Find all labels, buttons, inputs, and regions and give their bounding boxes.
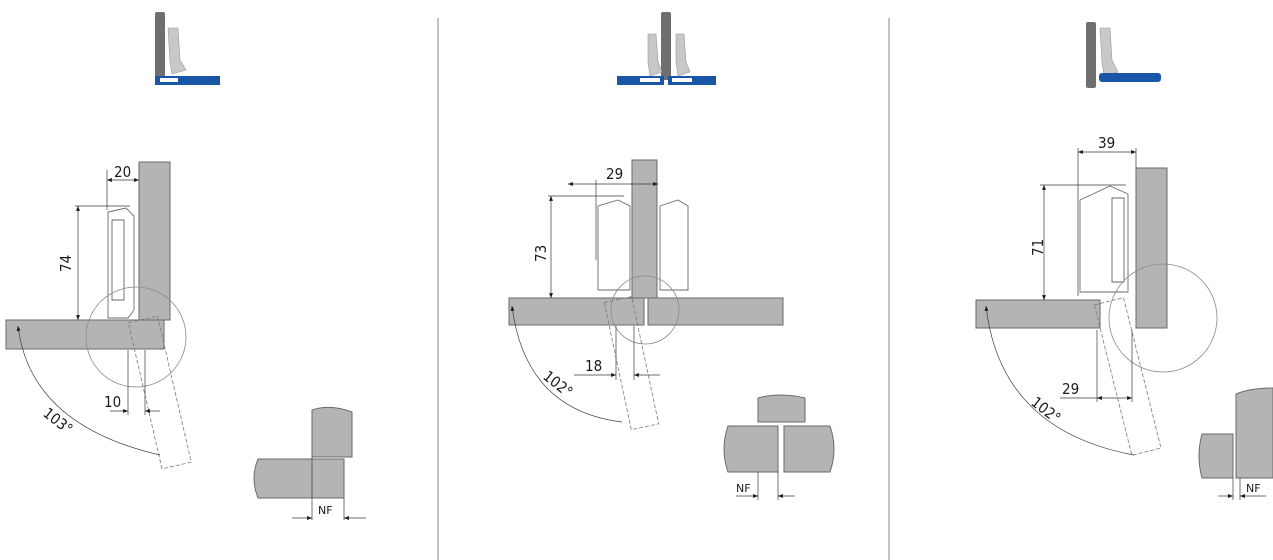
half-overlay-icon — [617, 12, 716, 85]
nf-detail: NF — [253, 406, 366, 520]
panel-inset: 39 71 29 102° NF — [975, 22, 1273, 500]
full-overlay-icon — [155, 12, 220, 85]
dim-width: 20 — [114, 163, 131, 181]
dim-offset: 29 — [1062, 380, 1079, 398]
dim-height: 73 — [532, 245, 550, 262]
dim-angle: 102° — [1028, 393, 1065, 427]
dim-width: 29 — [606, 165, 623, 183]
panel-half-overlay: 29 73 18 102° NF — [508, 12, 835, 500]
dim-offset: 18 — [585, 357, 602, 375]
dim-height: 71 — [1029, 239, 1047, 256]
nf-label: NF — [736, 482, 751, 495]
dim-width: 39 — [1098, 134, 1115, 152]
nf-label: NF — [1246, 482, 1261, 495]
dim-offset: 10 — [104, 393, 121, 411]
dim-angle: 103° — [40, 404, 77, 438]
inset-icon — [1086, 22, 1161, 88]
dim-height: 74 — [57, 255, 75, 272]
panel-full-overlay: 20 74 10 103° NF — [5, 12, 366, 520]
nf-detail: NF — [1198, 387, 1273, 500]
nf-label: NF — [318, 504, 333, 517]
nf-detail: NF — [723, 394, 835, 500]
dim-angle: 102° — [540, 367, 577, 401]
